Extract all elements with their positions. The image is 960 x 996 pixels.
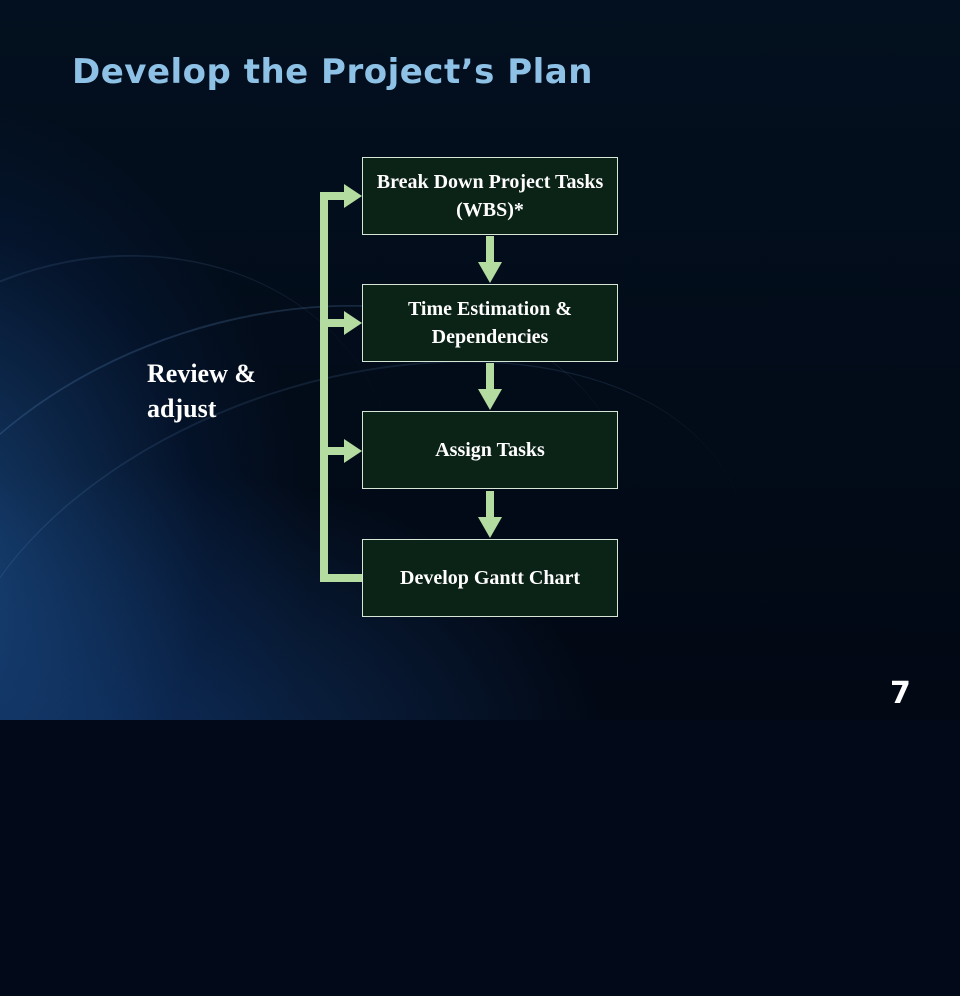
flow-connectors — [320, 184, 502, 582]
step-box-breakdown: Break Down Project Tasks (WBS)* — [362, 157, 618, 235]
feedback-loop-line — [320, 192, 362, 582]
slide-title: Develop the Project’s Plan — [72, 52, 593, 92]
step-box-assign-tasks: Assign Tasks — [362, 411, 618, 489]
flow-arrow-3-head — [478, 517, 502, 538]
feedback-arrowhead-step-1 — [344, 184, 362, 208]
feedback-arrowhead-step-3 — [344, 439, 362, 463]
feedback-arrowhead-step-2 — [344, 311, 362, 335]
page-number: 7 — [890, 676, 911, 711]
feedback-label: Review & adjust — [147, 359, 257, 424]
flow-arrow-1-head — [478, 262, 502, 283]
step-box-gantt-chart: Develop Gantt Chart — [362, 539, 618, 617]
step-box-time-estimation: Time Estimation & Dependencies — [362, 284, 618, 362]
flow-arrow-2-head — [478, 389, 502, 410]
